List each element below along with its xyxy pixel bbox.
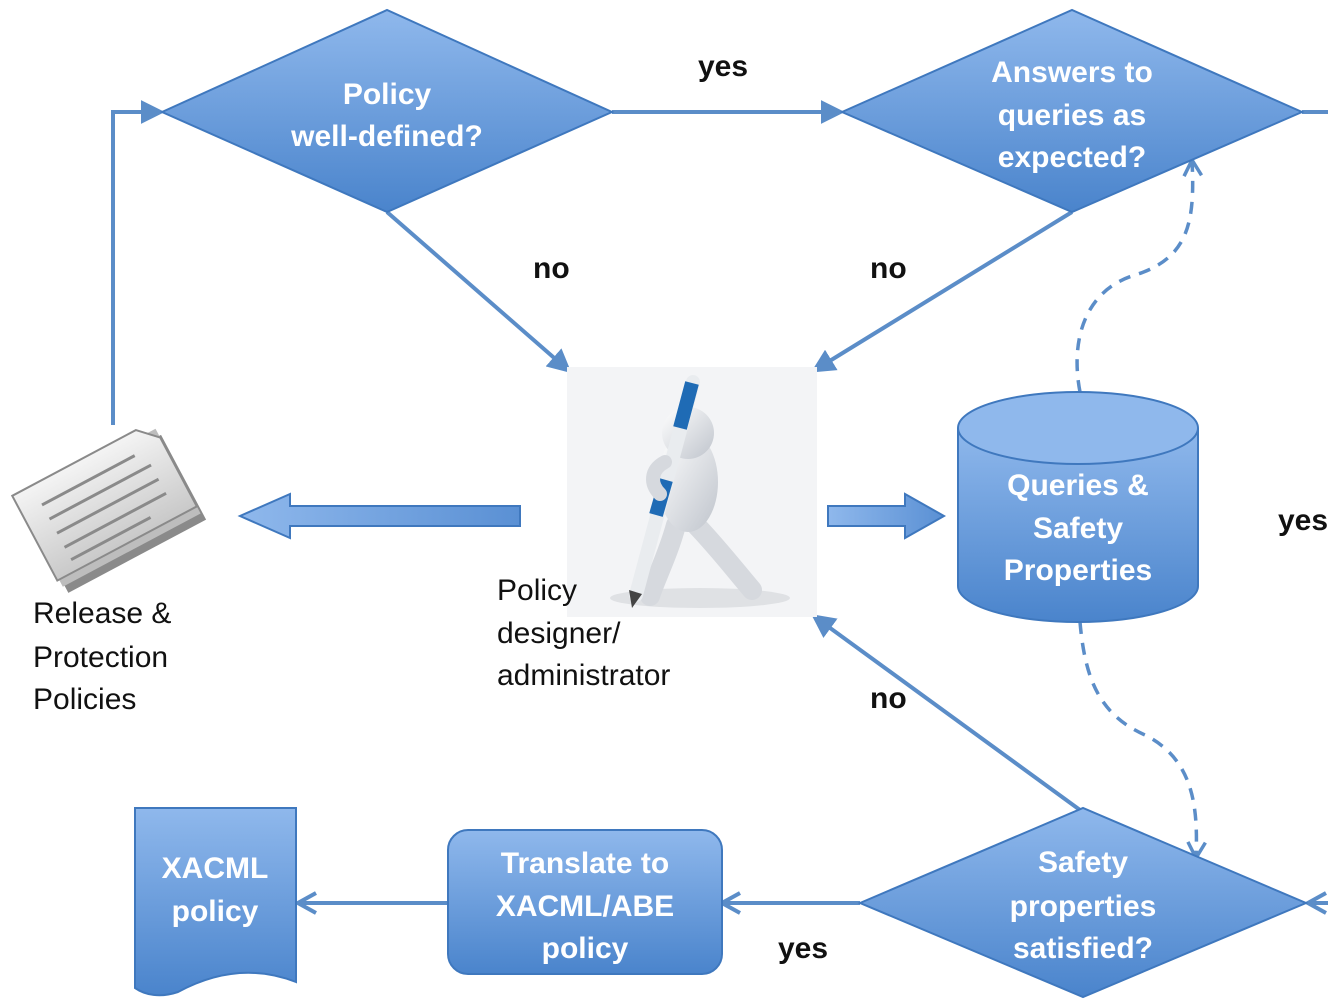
designer-caption-line3: administrator	[497, 659, 670, 692]
release-caption-line2: Protection	[33, 641, 168, 674]
edge-safety-no	[811, 614, 1082, 812]
label-safety-yes: yes	[778, 932, 828, 965]
answers-expected-decision: Answers to queries as expected?	[839, 8, 1305, 214]
edge-answers-no	[810, 210, 1074, 373]
translate-process: Translate to XACML/ABE policy	[447, 829, 723, 975]
queries-store-line1: Queries &	[1007, 469, 1149, 502]
label-safety-no: no	[870, 682, 907, 715]
label-answers-no: no	[870, 252, 907, 285]
edge-release-to-welldefined	[111, 100, 165, 425]
translate-line2: XACML/ABE	[496, 890, 674, 923]
release-caption-line1: Release &	[33, 597, 171, 630]
translate-line1: Translate to	[501, 847, 669, 880]
answers-expected-line1: Answers to	[991, 56, 1153, 89]
label-welldefined-yes: yes	[698, 50, 748, 83]
safety-satisfied-line2: properties	[1010, 890, 1157, 923]
answers-expected-line3: expected?	[998, 141, 1146, 174]
translate-line3: policy	[542, 932, 629, 965]
policy-well-defined-line2: well-defined?	[290, 120, 483, 153]
xacml-line2: policy	[172, 895, 259, 928]
edge-welldefined-no	[385, 210, 572, 374]
person-with-pen-icon	[567, 367, 817, 617]
xacml-policy-document: XACML policy	[134, 807, 297, 997]
queries-safety-store: Queries & Safety Properties	[957, 391, 1199, 623]
xacml-line1: XACML	[162, 852, 269, 885]
label-right-yes: yes	[1278, 504, 1328, 537]
edge-queries-to-safety	[1078, 621, 1196, 858]
designer-caption-line1: Policy	[497, 574, 577, 607]
answers-expected-line2: queries as	[998, 99, 1146, 132]
safety-satisfied-line1: Safety	[1038, 846, 1128, 879]
policy-well-defined-line1: Policy	[343, 78, 432, 111]
policy-well-defined-decision: Policy well-defined?	[159, 8, 615, 214]
queries-store-line3: Properties	[1004, 554, 1152, 587]
queries-store-line2: Safety	[1033, 512, 1123, 545]
safety-satisfied-line3: satisfied?	[1013, 932, 1153, 965]
block-arrow-left	[237, 492, 521, 540]
safety-satisfied-decision: Safety properties satisfied?	[857, 806, 1309, 999]
edge-queries-to-answers	[1075, 160, 1193, 393]
block-arrow-right	[827, 492, 947, 540]
designer-caption-line2: designer/	[497, 617, 621, 650]
label-welldefined-no: no	[533, 252, 570, 285]
release-caption-line3: Policies	[33, 683, 136, 716]
document-stack-icon	[10, 428, 207, 593]
